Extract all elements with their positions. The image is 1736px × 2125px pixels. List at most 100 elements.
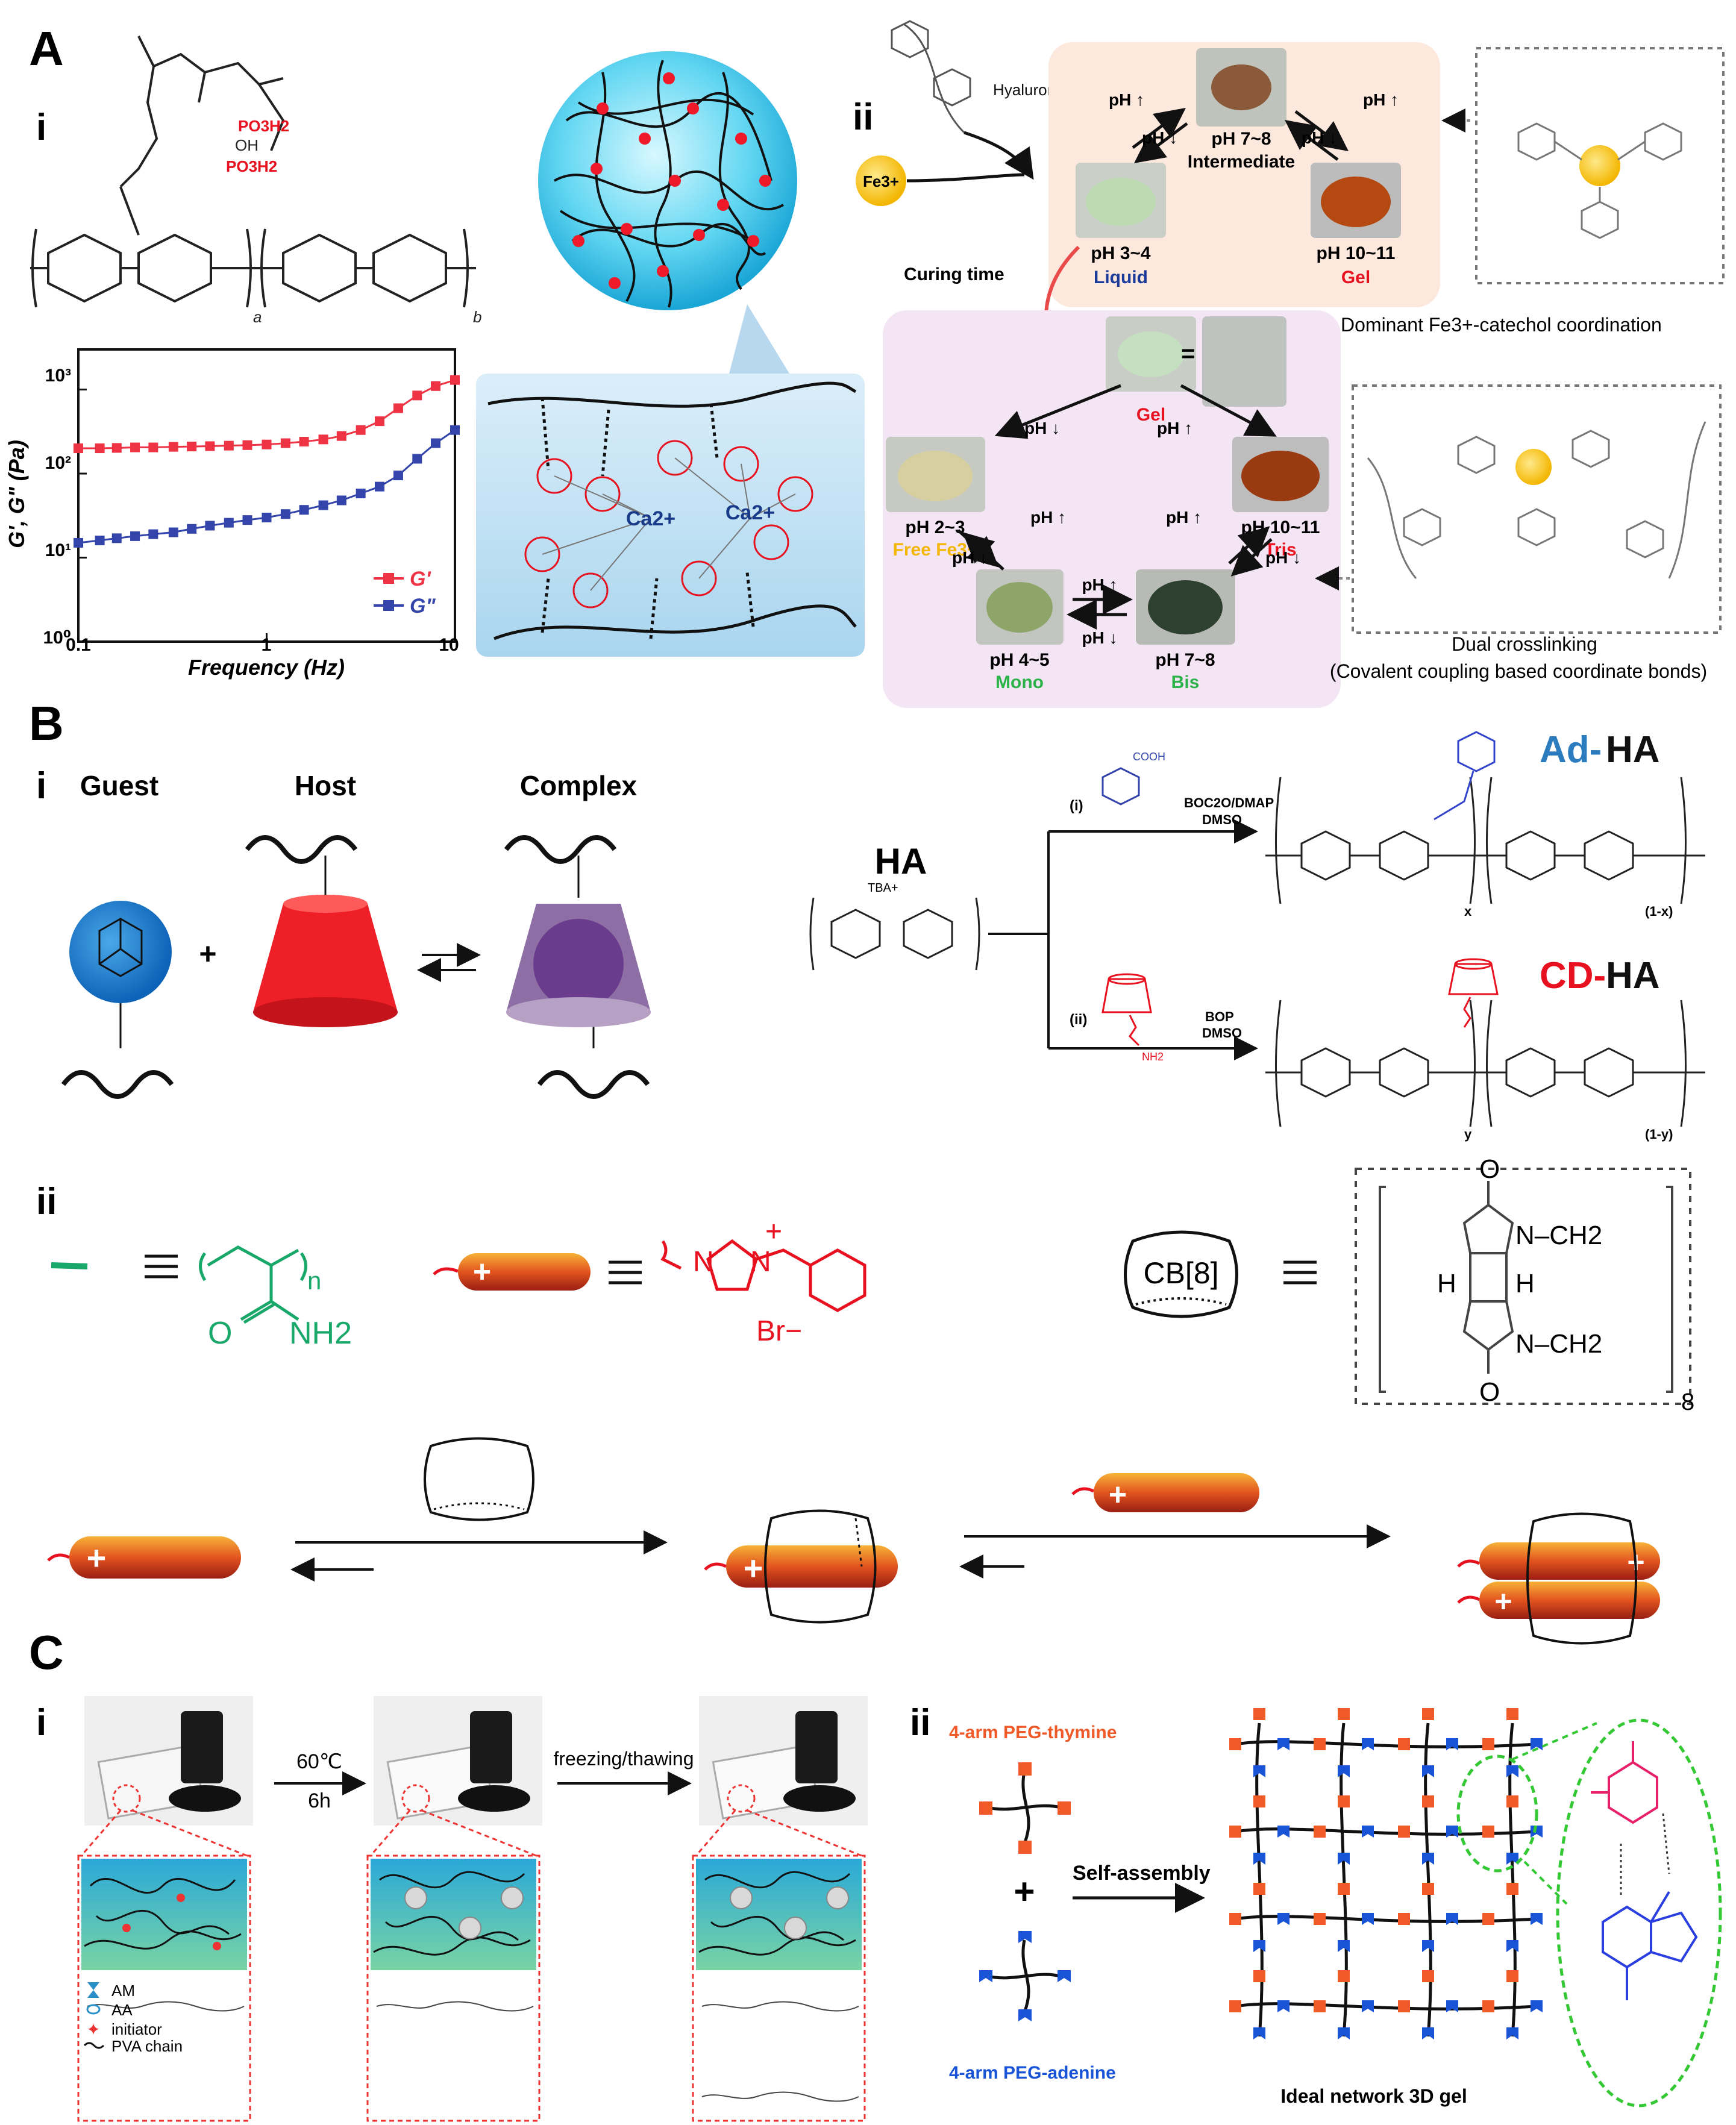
network-strand-h-1 [1235,1827,1537,1836]
tris-ph: pH 10~11 [1241,518,1320,537]
reagent-dmso-2: DMSO [1202,1025,1242,1041]
time-label: 6h [308,1789,331,1812]
y-tick-10-3: 10³ [45,366,71,386]
adenine-node [1253,1940,1265,1952]
equilibrium-arrow-b [417,943,481,982]
po3h2-label-1: PO3H2 [238,117,289,135]
ph-up-5: pH ↑ [1166,508,1202,527]
dual-crosslink-ligands [1367,421,1706,579]
guest-label: Guest [80,770,158,801]
bis-name: Bis [1171,672,1200,692]
dual-crosslink-box [1352,384,1722,634]
adenine-node [1277,1913,1289,1925]
data-point-s0-7 [205,441,215,451]
data-point-s1-18 [412,454,422,464]
x-tick-10: 10 [439,635,459,655]
equilibrium-arrows-top [1132,108,1349,163]
subscript-b: b [473,308,481,326]
subpanel-label-ci: i [36,1702,46,1744]
subpanel-label-bii: ii [36,1181,57,1222]
data-point-s1-11 [280,509,290,519]
data-point-s1-12 [299,505,309,515]
y-tick-10-2: 10² [45,453,71,473]
adenine-node [1338,1940,1350,1952]
ph-down-6: pH ↓ [1082,628,1117,647]
adenine-node [1338,2027,1350,2039]
ph-down-2: pH ↓ [1302,128,1337,147]
adenine-node [1362,1826,1374,1838]
fe-ion-ball [856,155,906,206]
chart-ylabel: G', G" (Pa) [4,440,29,548]
data-point-s1-3 [130,531,140,541]
ad-pendant-icon [1434,731,1496,821]
dual-crosslink-subtitle: (Covalent coupling based coordinate bond… [1330,660,1707,682]
data-point-s1-20 [450,425,460,435]
equiv-sign-1 [145,1254,178,1278]
adenine-node [1531,2000,1543,2012]
adenine-node [1446,1913,1458,1925]
tba-label: TBA+ [868,881,898,895]
route-ii: (ii) [1070,1012,1087,1028]
data-point-s1-9 [242,515,252,525]
data-point-s1-19 [431,438,441,448]
subpanel-label-ai: i [36,107,46,148]
network-strand-v-0 [1255,1723,1264,2037]
data-point-s0-17 [393,403,403,413]
data-point-s0-13 [318,434,328,445]
panel-label-c: C [29,1626,64,1679]
svg-text:✦: ✦ [86,2020,100,2039]
ci-legend: ✦ [83,1982,105,2049]
legend-pva-chain: PVA chain [111,2037,183,2055]
adenine-node [1506,1765,1518,1777]
ph-up-1: pH ↑ [1109,90,1144,109]
oh-label: OH [235,136,259,154]
hydrogen-bonds [1620,1813,1670,1898]
x-tick-1: 1 [262,635,272,655]
adenine-base-structure [1602,1891,1698,2000]
chart-frame [77,348,456,643]
ha-reaction-branches [988,819,1258,1060]
subscript-y: y [1464,1127,1472,1142]
cb8-legend [1124,1230,1238,1318]
data-point-s0-18 [412,390,422,401]
thymine-node [1229,1826,1241,1838]
adenine-node [1338,1765,1350,1777]
ad-ha-structure [1265,777,1705,904]
catechol-ligands [1517,122,1682,239]
adenine-node [1531,1826,1543,1838]
adenine-node [1531,1913,1543,1925]
intermediate-ph: pH 7~8 [1211,129,1271,149]
ad-ha-suffix: HA [1606,729,1660,771]
thymine-node [1229,2000,1241,2012]
data-point-s1-16 [374,481,384,492]
svg-text:+: + [473,1254,491,1289]
thymine-node [1506,1883,1518,1895]
data-point-s1-15 [356,489,366,499]
adenine-node [1277,1738,1289,1750]
data-point-s1-2 [111,533,122,543]
adenine-node [1253,1853,1265,1865]
cb-o-bottom: O [1479,1377,1500,1407]
cb8-monomer-structure [1355,1168,1691,1405]
ph-up-3: pH ↑ [1157,419,1192,437]
subscript-x: x [1464,904,1472,919]
data-point-s1-10 [262,512,272,522]
data-point-s1-4 [148,529,158,539]
adenine-node [1362,2000,1374,2012]
subscript-a: a [253,308,262,326]
adenine-node [1277,1826,1289,1838]
thymine-node [1229,1913,1241,1925]
adenine-node [1422,2027,1434,2039]
thymine-node [1229,1738,1241,1750]
adenine-node [1422,1853,1434,1865]
po3h2-label-2: PO3H2 [226,157,277,175]
gel2-name: Gel [1136,405,1165,425]
hyaluronic-bisphosphonate-structure [30,36,476,308]
thymine-node [1253,1883,1265,1895]
legend-initiator: initiator [111,2020,162,2038]
cd-ha-suffix: HA [1606,955,1660,997]
dominant-coordination-label: Dominant Fe3+-catechol coordination [1341,314,1662,336]
free-fe-ph: pH 2~3 [905,518,965,537]
ph-down-4: pH ↓ [952,548,988,567]
svg-text:+: + [87,1539,107,1577]
